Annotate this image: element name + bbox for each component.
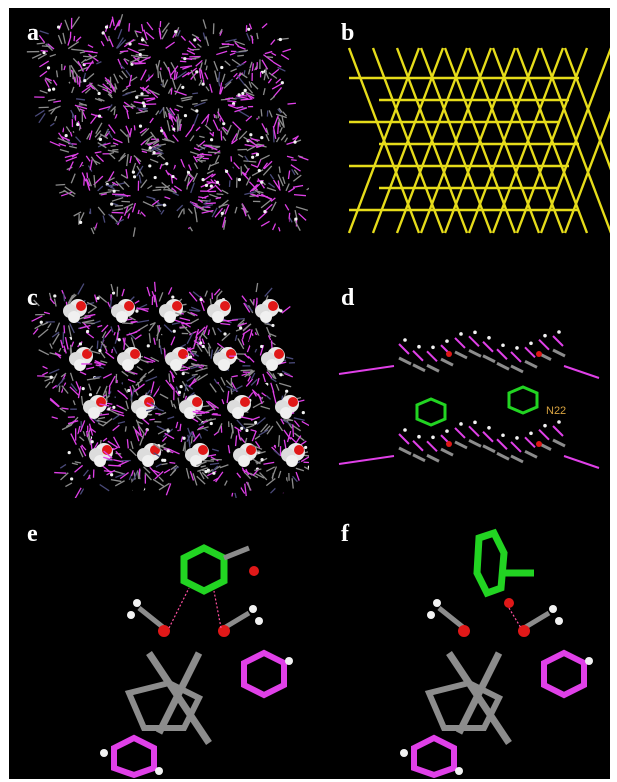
panel-b: b [309, 8, 610, 258]
panel-c: c [9, 273, 309, 498]
crystal-packing-a [26, 13, 309, 237]
lattice [26, 13, 309, 237]
crystal-packing-guests-c [31, 281, 309, 498]
topology-net-b [347, 47, 610, 234]
atom-annotation-n22: N22 [546, 405, 567, 417]
panel-label-f: f [341, 521, 349, 547]
panel-e: e [9, 513, 309, 779]
figure: a b c d N22 e f [9, 8, 610, 779]
host-fragment [400, 599, 593, 779]
guest-molecule [473, 528, 508, 598]
panel-d: d N22 [309, 273, 610, 498]
guest-interaction-f [400, 528, 593, 779]
guest-molecules [415, 385, 539, 427]
panel-label-c: c [27, 285, 38, 311]
guest-molecule [180, 544, 228, 595]
guest-interaction-e [100, 544, 293, 779]
panel-label-d: d [341, 285, 355, 311]
panel-label-b: b [341, 20, 355, 46]
lattice [31, 281, 309, 498]
host-fragment [100, 599, 293, 779]
host-layers [338, 330, 600, 469]
net-lines [347, 47, 610, 234]
panel-a: a [9, 8, 309, 258]
panel-label-e: e [27, 521, 38, 547]
panel-f: f [309, 513, 610, 779]
panel-label-a: a [27, 20, 39, 46]
host-guest-layer-d [338, 330, 600, 469]
